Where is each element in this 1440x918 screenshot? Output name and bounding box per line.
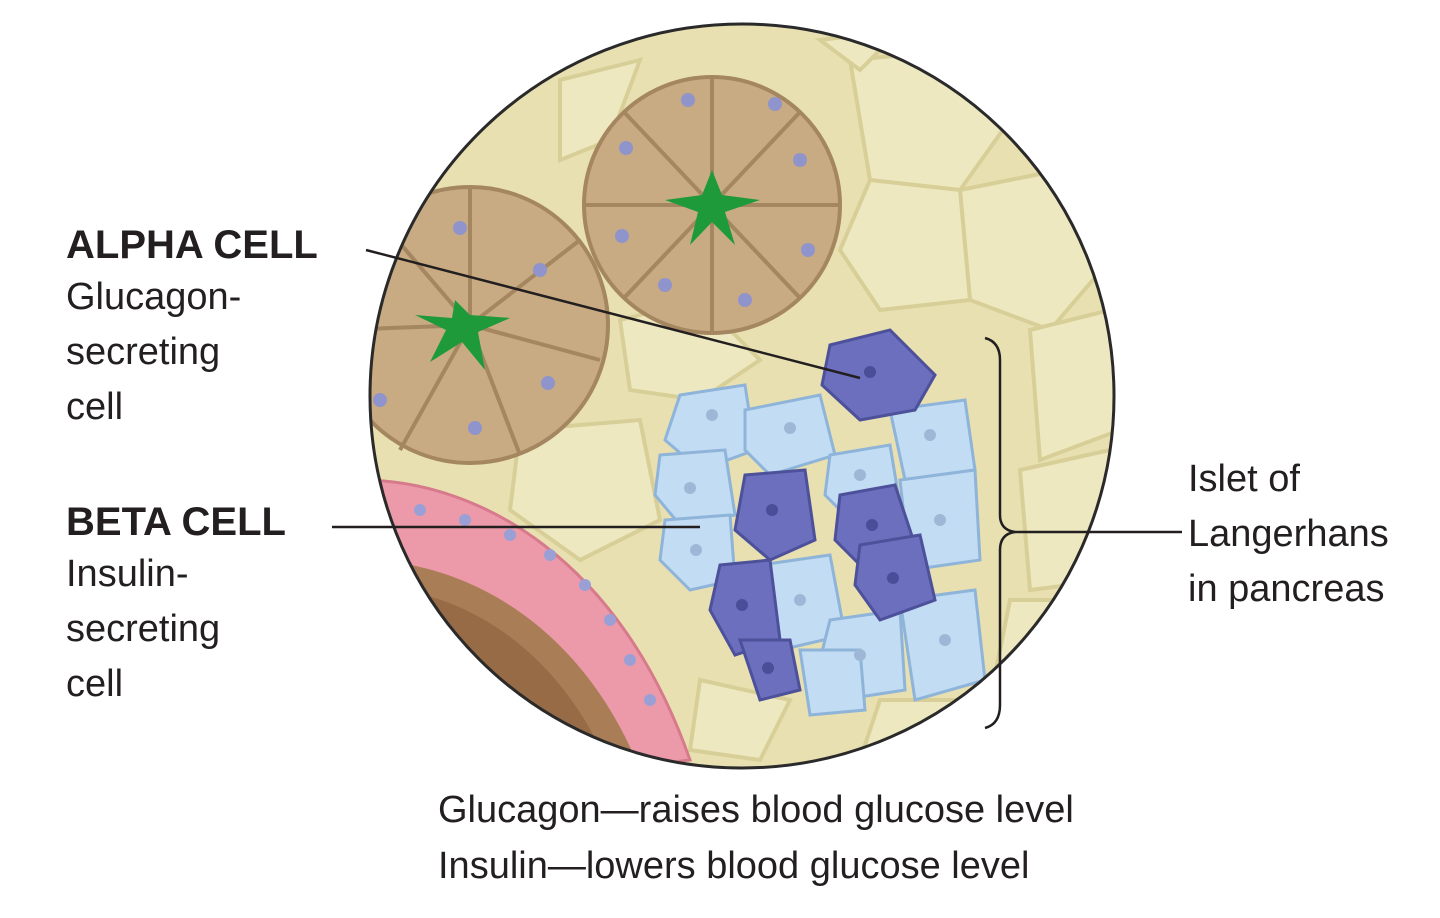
insulin-caption: Insulin—lowers blood glucose level [438, 845, 1030, 887]
acinus-top [582, 75, 842, 335]
beta-cell-title: BETA CELL [66, 500, 286, 544]
islet-cells [653, 328, 987, 717]
beta-cell-desc-line: secreting [66, 608, 221, 650]
beta-cell-desc-line: cell [66, 663, 124, 705]
islet-label-line: Islet of [1188, 458, 1300, 500]
hormone-caption: Glucagon—raises blood glucose level Insu… [438, 782, 1074, 894]
alpha-cell-title: ALPHA CELL [66, 223, 318, 267]
alpha-cell-desc-line: secreting [66, 331, 221, 373]
alpha-cell-leader [365, 248, 861, 380]
beta-cell-desc-line: Insulin- [66, 553, 189, 595]
acinus-left [370, 185, 610, 465]
alpha-cell-desc-line: Glucagon- [66, 276, 242, 318]
islet-label-line: Langerhans [1188, 513, 1389, 555]
islet-label: Islet of Langerhans in pancreas [1188, 452, 1389, 617]
glucagon-caption: Glucagon—raises blood glucose level [438, 789, 1074, 831]
tissue-circle-outline [368, 22, 1116, 770]
alpha-cell-label: ALPHA CELL Glucagon- secreting cell [66, 220, 318, 435]
beta-cell-label: BETA CELL Insulin- secreting cell [66, 497, 286, 712]
alpha-cell-desc-line: cell [66, 386, 124, 428]
islet-label-line: in pancreas [1188, 568, 1385, 610]
